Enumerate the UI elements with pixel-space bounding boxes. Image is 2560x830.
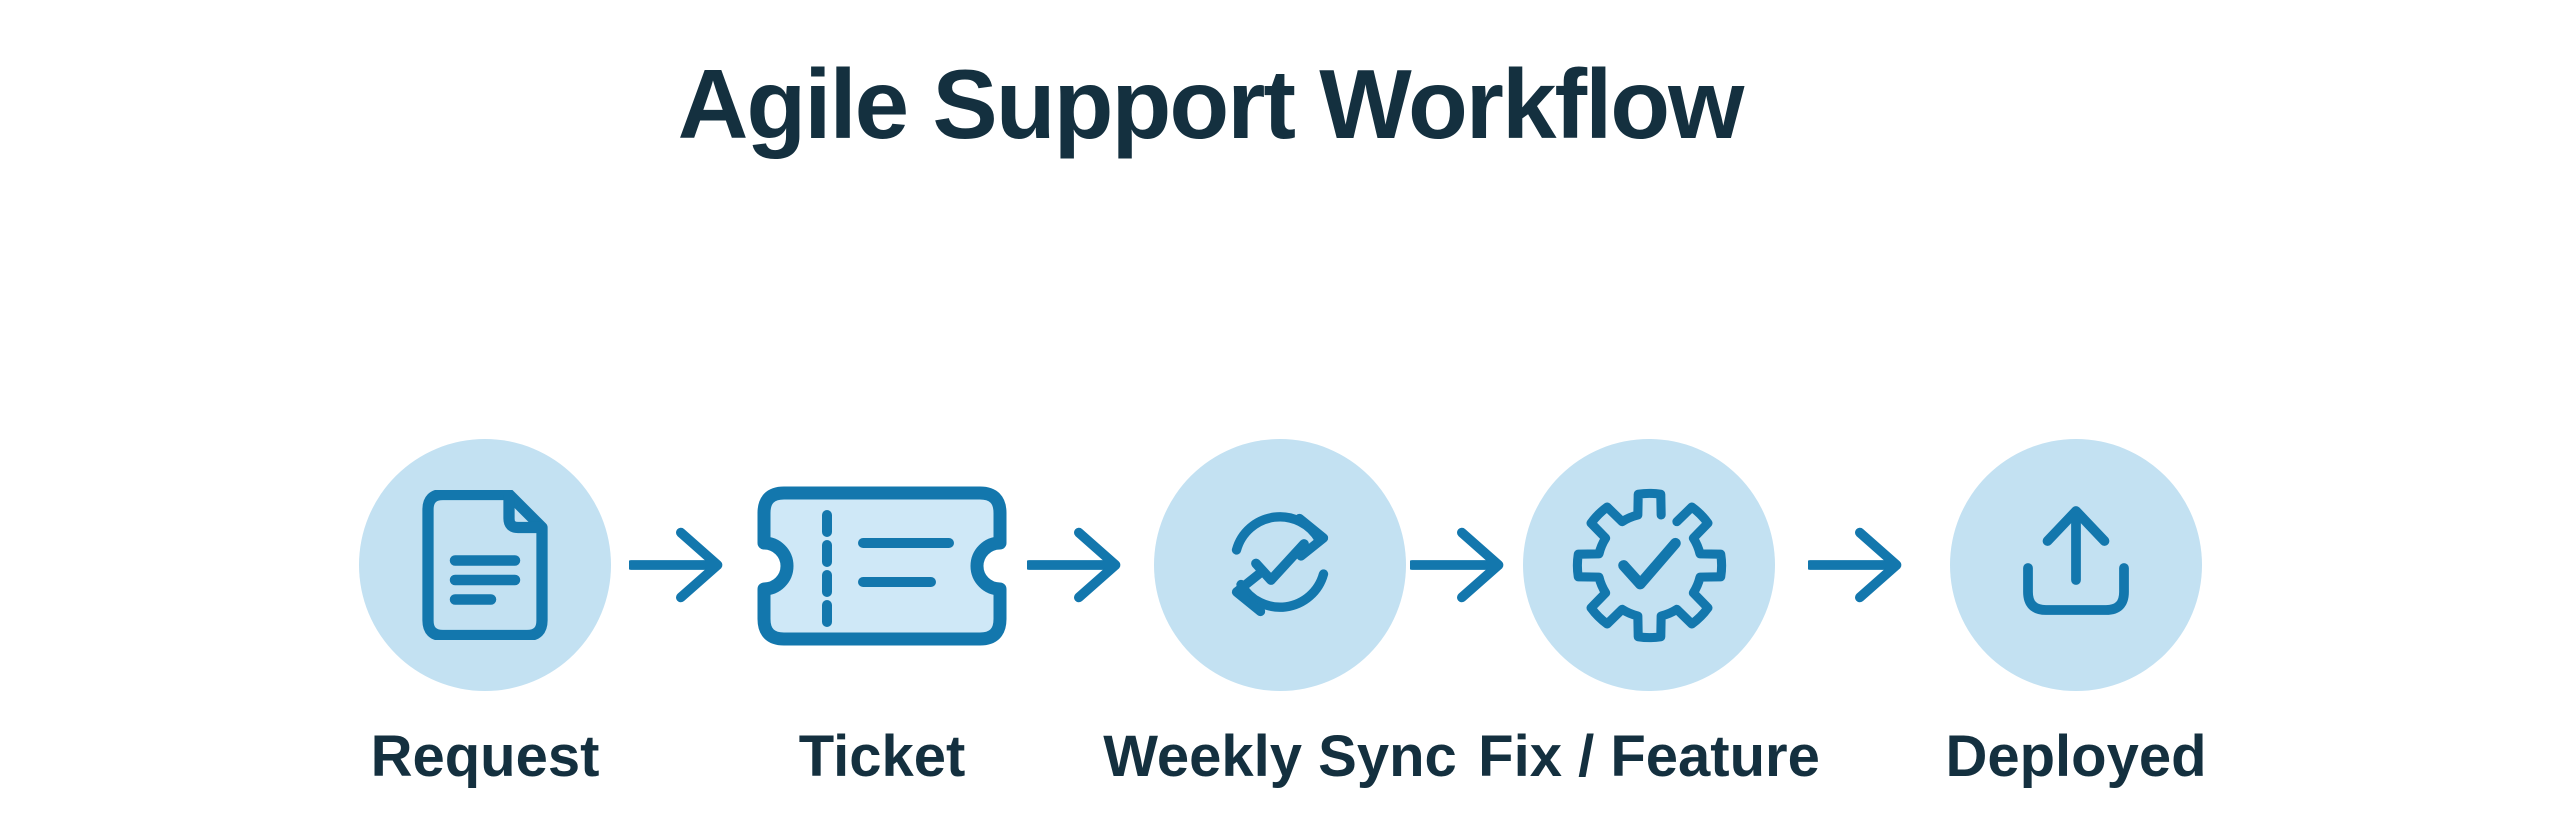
sync-check-icon: [1231, 512, 1329, 617]
arrow-right-icon: [1027, 524, 1135, 606]
step-ticket: [757, 486, 1007, 646]
arrow-right-icon: [1410, 524, 1518, 606]
ticket-icon: [757, 486, 1007, 646]
document-icon: [422, 490, 548, 640]
step-deployed: [1950, 439, 2202, 691]
step-label-fix-feature: Fix / Feature: [1478, 724, 1820, 789]
arrow-right-icon: [1808, 524, 1916, 606]
step-weekly-sync: [1154, 439, 1406, 691]
arrow-right-icon: [629, 524, 737, 606]
upload-icon: [2023, 506, 2129, 615]
step-fix-feature: [1523, 439, 1775, 691]
step-label-ticket: Ticket: [798, 724, 966, 789]
step-label-request: Request: [370, 724, 600, 789]
step-label-weekly-sync: Weekly Sync: [1103, 724, 1457, 789]
gear-check-icon: [1572, 488, 1726, 642]
step-request: [359, 439, 611, 691]
step-label-deployed: Deployed: [1945, 724, 2207, 789]
diagram-title: Agile Support Workflow: [677, 49, 1745, 159]
